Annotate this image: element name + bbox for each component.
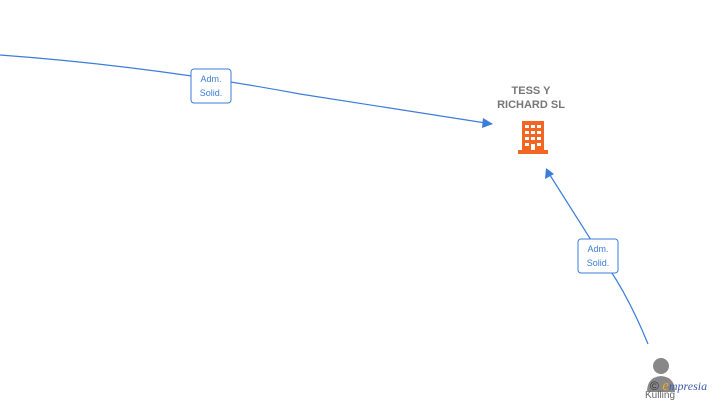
edge-arrow-2 (545, 168, 554, 179)
edge-label-2[interactable]: Adm. Solid. (577, 238, 619, 274)
edge-label-1-line1: Adm. (200, 74, 221, 84)
company-name-line2: RICHARD SL (497, 99, 565, 111)
company-name[interactable]: TESS Y RICHARD SL (470, 84, 592, 112)
watermark-e: e (662, 378, 669, 394)
person-icon[interactable] (647, 358, 675, 392)
edge-adm-solid-1 (0, 54, 493, 125)
edge-label-2-line1: Adm. (587, 244, 608, 254)
edge-label-2-line2: Solid. (587, 258, 610, 268)
building-icon[interactable] (518, 121, 548, 154)
edge-arrow-1 (482, 118, 493, 128)
person-name[interactable]: Kulling (644, 390, 676, 401)
edge-label-1[interactable]: Adm. Solid. (190, 68, 232, 104)
copyright-symbol: © (650, 379, 659, 393)
empresia-watermark: © empresia (650, 378, 707, 395)
company-name-line1: TESS Y (511, 85, 551, 97)
watermark-rest: mpresia (668, 379, 708, 393)
edge-label-1-line2: Solid. (200, 88, 223, 98)
